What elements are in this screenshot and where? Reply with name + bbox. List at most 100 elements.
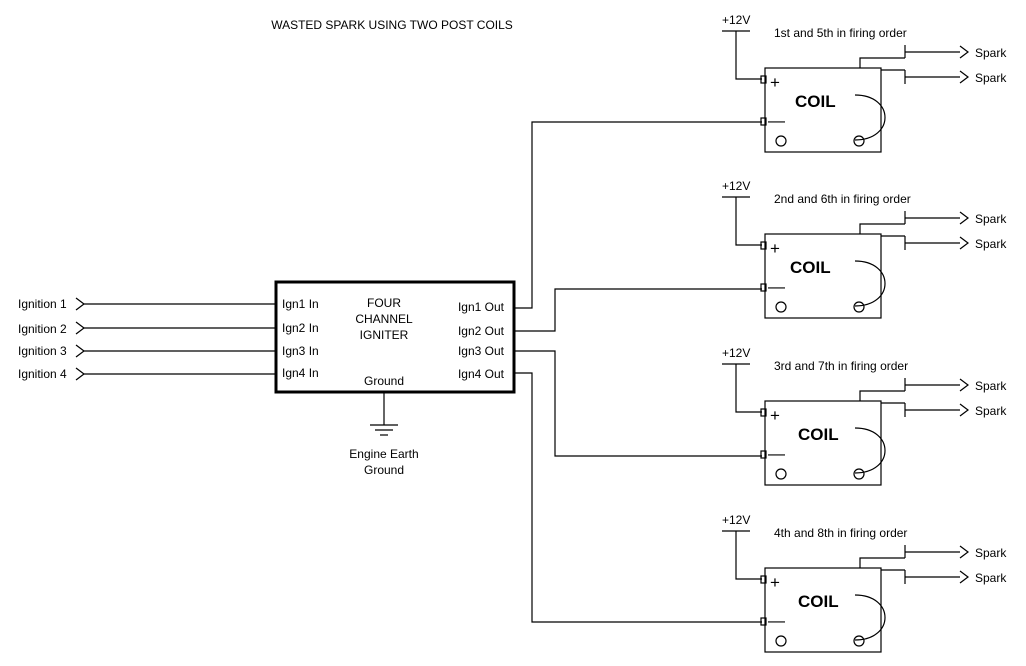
coil-minus-sign: —: [768, 611, 785, 630]
input-4: Ignition 4: [18, 367, 276, 381]
coil-body: [764, 67, 882, 153]
terminal-negative: [760, 117, 767, 126]
terminal-positive: [760, 408, 767, 417]
connector-chevron-icon: [75, 367, 85, 381]
earth-label-line-1: Engine Earth: [349, 447, 418, 461]
igniter-name-line-3: IGNITER: [360, 328, 409, 342]
coil-supply-label: +12V: [722, 513, 750, 527]
coil-tower: [854, 594, 886, 641]
connector-chevron-icon: [75, 344, 85, 358]
connector-chevron-icon: [75, 321, 85, 335]
mount-hole: [853, 301, 865, 313]
mount-hole: [853, 635, 865, 647]
mount-hole: [775, 301, 787, 313]
input-3: Ignition 3: [18, 344, 276, 358]
spark-arrow-icon: [959, 545, 969, 559]
igniter-out-2: Ign2 Out: [458, 324, 505, 338]
coil-label: COIL: [795, 92, 836, 111]
coil-minus-sign: —: [768, 444, 785, 463]
coil-caption: 2nd and 6th in firing order: [774, 192, 911, 206]
ground-symbol-icon: [370, 424, 398, 436]
diagram-title: WASTED SPARK USING TWO POST COILS: [271, 18, 513, 32]
spark-label-2: Spark: [975, 237, 1007, 251]
coil-tower: [854, 427, 886, 474]
hv-lead-1: [859, 390, 905, 401]
coil-label: COIL: [798, 592, 839, 611]
terminal-positive: [760, 241, 767, 250]
igniter-out-3: Ign3 Out: [458, 344, 505, 358]
coil-1: +12V 1st and 5th in firing order + — COI…: [722, 13, 1007, 153]
wire-out-4: [514, 372, 762, 623]
coil-minus-sign: —: [768, 277, 785, 296]
coil-caption: 3rd and 7th in firing order: [774, 359, 908, 373]
spark-arrow-icon: [959, 236, 969, 250]
igniter-in-2: Ign2 In: [282, 321, 319, 335]
spark-arrow-icon: [959, 45, 969, 59]
igniter-out-1: Ign1 Out: [458, 300, 505, 314]
igniter-in-3: Ign3 In: [282, 344, 319, 358]
spark-arrow-icon: [959, 378, 969, 392]
coil-plus-sign: +: [770, 73, 780, 92]
terminal-positive: [760, 75, 767, 84]
spark-label-1: Spark: [975, 379, 1007, 393]
input-label-4: Ignition 4: [18, 367, 67, 381]
earth-ground: Engine Earth Ground: [349, 393, 419, 477]
coil-4: +12V 4th and 8th in firing order + — COI…: [722, 513, 1007, 653]
coil-body: [764, 233, 882, 319]
spark-arrow-icon: [959, 570, 969, 584]
terminal-negative: [760, 450, 767, 459]
input-label-3: Ignition 3: [18, 344, 67, 358]
supply-wire: [735, 31, 762, 80]
coil-tower: [854, 260, 886, 307]
spark-label-2: Spark: [975, 71, 1007, 85]
coil-2: +12V 2nd and 6th in firing order + — COI…: [722, 179, 1007, 319]
coil-body: [764, 567, 882, 653]
wire-out-2: [514, 288, 762, 332]
igniter-name-line-2: CHANNEL: [355, 312, 413, 326]
mount-hole: [853, 468, 865, 480]
input-wires: Ignition 1 Ignition 2 Ignition 3 Ignitio…: [18, 297, 276, 381]
coil-caption: 4th and 8th in firing order: [774, 526, 907, 540]
wire-out-1: [514, 121, 762, 309]
spark-label-2: Spark: [975, 571, 1007, 585]
terminal-negative: [760, 283, 767, 292]
supply-wire: [735, 531, 762, 580]
supply-wire: [735, 197, 762, 246]
coil-minus-sign: —: [768, 111, 785, 130]
coil-3: +12V 3rd and 7th in firing order + — COI…: [722, 346, 1007, 486]
output-wires: [514, 121, 762, 623]
igniter-in-1: Ign1 In: [282, 297, 319, 311]
igniter-out-4: Ign4 Out: [458, 367, 505, 381]
coil-supply-label: +12V: [722, 179, 750, 193]
coil-tower: [854, 94, 886, 141]
supply-wire: [735, 364, 762, 413]
hv-lead-1: [859, 57, 905, 68]
input-label-1: Ignition 1: [18, 297, 67, 311]
igniter-module: FOUR CHANNEL IGNITER Ign1 In Ign2 In Ign…: [274, 280, 516, 394]
earth-label-line-2: Ground: [364, 463, 404, 477]
spark-label-1: Spark: [975, 546, 1007, 560]
spark-label-1: Spark: [975, 46, 1007, 60]
coil-supply-label: +12V: [722, 13, 750, 27]
connector-chevron-icon: [75, 297, 85, 311]
mount-hole: [775, 635, 787, 647]
input-2: Ignition 2: [18, 321, 276, 336]
mount-hole: [853, 135, 865, 147]
wire-out-3: [514, 350, 762, 457]
input-1: Ignition 1: [18, 297, 276, 311]
coil-label: COIL: [790, 258, 831, 277]
mount-hole: [775, 468, 787, 480]
mount-hole: [775, 135, 787, 147]
terminal-negative: [760, 617, 767, 626]
spark-arrow-icon: [959, 403, 969, 417]
igniter-name-line-1: FOUR: [367, 296, 401, 310]
igniter-ground-label: Ground: [364, 374, 404, 388]
hv-lead-1: [859, 223, 905, 234]
coil-plus-sign: +: [770, 573, 780, 592]
spark-label-2: Spark: [975, 404, 1007, 418]
igniter-in-4: Ign4 In: [282, 366, 319, 380]
coil-body: [764, 400, 882, 486]
hv-lead-1: [859, 557, 905, 568]
terminal-positive: [760, 575, 767, 584]
